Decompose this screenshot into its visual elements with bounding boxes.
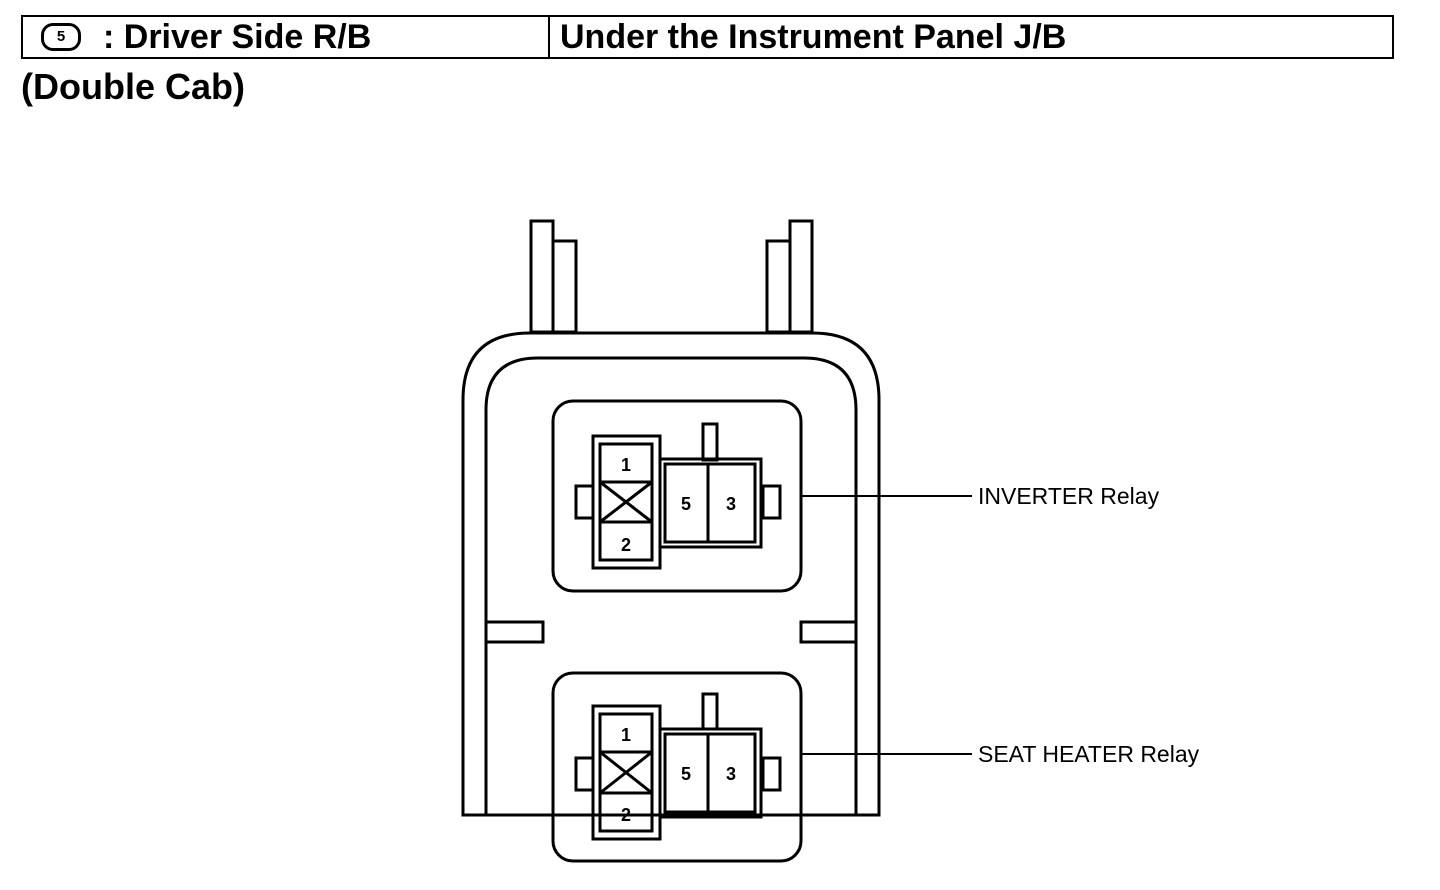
inverter-relay-socket — [551, 399, 803, 593]
inverter-pin-3: 3 — [726, 494, 736, 514]
right-notch — [799, 620, 858, 644]
seat-heater-relay-socket — [551, 671, 803, 863]
header-right-cell: Under the Instrument Panel J/B — [550, 17, 1392, 57]
inverter-pin-1: 1 — [621, 455, 631, 475]
relay-block-title: : Driver Side R/B — [103, 17, 372, 56]
seat-heater-pin-1: 1 — [621, 725, 631, 745]
seat-heater-pin-2: 2 — [621, 805, 631, 825]
left-notch — [484, 620, 545, 644]
inverter-pin-5: 5 — [681, 494, 691, 514]
right-mounting-tab — [765, 219, 814, 334]
cab-type-subtitle: (Double Cab) — [21, 66, 245, 107]
header-table: 5 : Driver Side R/B Under the Instrument… — [21, 15, 1394, 59]
circled-number-badge: 5 — [41, 23, 81, 51]
inverter-pin-2: 2 — [621, 535, 631, 555]
seat-heater-pin-3: 3 — [726, 764, 736, 784]
inverter-relay-label: INVERTER Relay — [978, 483, 1160, 509]
relay-block-housing-outer — [461, 331, 881, 817]
left-mounting-tab — [529, 219, 578, 334]
header-left-cell: 5 : Driver Side R/B — [23, 17, 550, 57]
location-title: Under the Instrument Panel J/B — [560, 17, 1067, 56]
seat-heater-relay-label: SEAT HEATER Relay — [978, 741, 1200, 767]
seat-heater-pin-5: 5 — [681, 764, 691, 784]
relay-block-housing-inner — [484, 356, 858, 815]
